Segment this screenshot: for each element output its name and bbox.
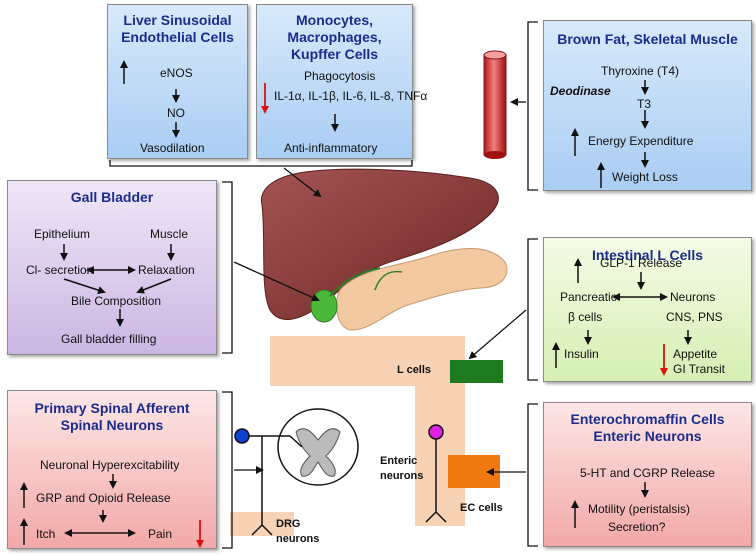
beta-cells-label: β cells <box>568 310 603 324</box>
monocytes-title-line1: Monocytes, Macrophages, <box>287 12 382 45</box>
cns-pns-label: CNS, PNS <box>666 310 723 324</box>
liver-illustration <box>260 168 508 331</box>
liver-sinusoidal-title: Liver Sinusoidal Endothelial Cells <box>107 12 248 46</box>
brown-fat-title: Brown Fat, Skeletal Muscle <box>557 31 738 47</box>
gall-bladder-filling-label: Gall bladder filling <box>61 332 157 346</box>
motility-label: Motility (peristalsis) <box>588 502 691 516</box>
itch-label: Itch <box>36 527 56 541</box>
drg-neurons-label-line2: neurons <box>276 533 320 545</box>
enos-label: eNOS <box>160 66 193 80</box>
enteric-neuron-icon <box>425 424 447 523</box>
deiodinase-label: Deodinase <box>550 84 611 98</box>
l-cell-shape <box>450 360 503 383</box>
epithelium-label: Epithelium <box>34 227 91 241</box>
energy-expenditure-label: Energy Expenditure <box>588 134 694 148</box>
brown-fat-box <box>543 20 752 191</box>
spinal-cord-icon <box>277 408 359 486</box>
gall-bladder-title: Gall Bladder <box>70 189 154 205</box>
appetite-label: Appetite <box>673 347 718 361</box>
phagocytosis-label: Phagocytosis <box>304 69 376 83</box>
l-cells-label: L cells <box>397 364 432 376</box>
enterochromaffin-title-line2: Enteric Neurons <box>593 428 702 444</box>
spinal-afferent-title-line2: Spinal Neurons <box>60 417 164 433</box>
relaxation-label: Relaxation <box>138 263 195 277</box>
monocytes-box <box>256 4 413 159</box>
enteric-neurons-label-line2: neurons <box>380 470 424 482</box>
intestinal-l-cells-title: Intestinal L Cells <box>592 247 703 263</box>
gi-transit-label: GI Transit <box>673 362 726 376</box>
pancreatic-label: Pancreatic <box>560 290 617 304</box>
enteric-neurons-label-line1: Enteric <box>380 455 418 467</box>
5ht-cgrp-label: 5-HT and CGRP Release <box>580 466 715 480</box>
pain-label: Pain <box>148 527 173 541</box>
grp-opioid-label: GRP and Opioid Release <box>36 491 171 505</box>
weight-loss-label: Weight Loss <box>612 170 678 184</box>
connector-arrows <box>233 98 527 476</box>
neurons-label: Neurons <box>670 290 716 304</box>
enterochromaffin-title-line1: Enterochromaffin Cells <box>570 411 725 427</box>
liver-sinusoidal-title-line1: Liver Sinusoidal <box>123 12 232 28</box>
cytokines-label: IL-1α, IL-1β, IL-6, IL-8, TNFα <box>274 89 428 103</box>
drg-neuron-icon <box>234 428 303 536</box>
hyperexcitability-label: Neuronal Hyperexcitability <box>40 458 180 472</box>
no-label: NO <box>167 106 185 120</box>
cl-secretion-label: Cl- secretion <box>26 263 94 277</box>
brackets <box>109 21 538 549</box>
liver-sinusoidal-title-line2: Endothelial Cells <box>121 29 234 45</box>
insulin-label: Insulin <box>564 347 599 361</box>
spinal-afferent-title: Primary Spinal Afferent Spinal Neurons <box>7 400 217 434</box>
enterochromaffin-title: Enterochromaffin Cells Enteric Neurons <box>543 411 752 445</box>
thyroxine-label: Thyroxine (T4) <box>601 64 680 78</box>
ec-cells-label: EC cells <box>460 502 503 514</box>
muscle-label: Muscle <box>150 227 189 241</box>
glp1-release-label: GLP-1 Release <box>600 256 683 270</box>
bile-composition-label: Bile Composition <box>71 294 162 308</box>
secretion-label: Secretion? <box>608 520 666 534</box>
anti-inflammatory-label: Anti-inflammatory <box>284 141 378 155</box>
monocytes-title: Monocytes, Macrophages, Kupffer Cells <box>256 12 413 63</box>
spinal-afferent-box <box>7 390 217 549</box>
spinal-afferent-title-line1: Primary Spinal Afferent <box>34 400 190 416</box>
muscle-cylinder-icon <box>483 50 507 159</box>
t3-label: T3 <box>637 97 652 111</box>
drg-neurons-label-line1: DRG <box>276 518 301 530</box>
enterochromaffin-box <box>543 402 752 547</box>
vasodilation-label: Vasodilation <box>140 141 205 155</box>
monocytes-title-line2: Kupffer Cells <box>290 46 379 62</box>
ec-cell-shape <box>448 455 500 488</box>
